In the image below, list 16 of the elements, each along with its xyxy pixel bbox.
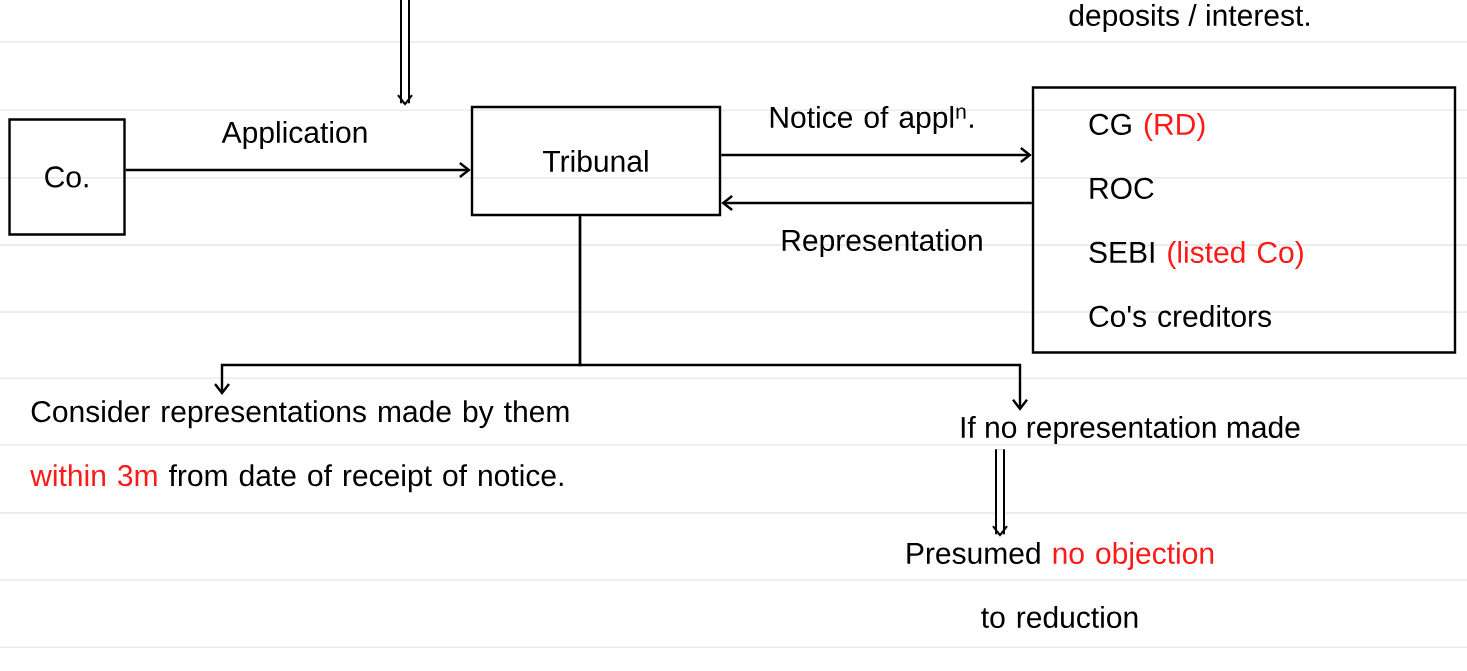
arrow [125, 162, 471, 178]
note-text: deposits / interest. [1069, 4, 1309, 32]
arrow [397, 0, 413, 106]
condition-text: If no representation made [961, 416, 1300, 444]
arrow [578, 216, 1028, 411]
arrow [992, 449, 1008, 537]
arrow [721, 195, 1032, 211]
result-text: Presumed no objection to reduction [907, 542, 1214, 628]
edge-label: Application [221, 121, 367, 149]
company-box: Co. [8, 118, 126, 236]
edge-label: Representation [782, 229, 982, 257]
edge-label: Notice of appl$^{n}$. [770, 106, 973, 134]
tribunal-box: Tribunal [470, 105, 722, 217]
arrow [721, 147, 1032, 163]
parties-box: CG (RD) ROC SEBI (listed Co) Co's creditors [1031, 86, 1457, 354]
note-text: Consider representations made by them within 3m from date of receipt of notice. [30, 400, 569, 493]
